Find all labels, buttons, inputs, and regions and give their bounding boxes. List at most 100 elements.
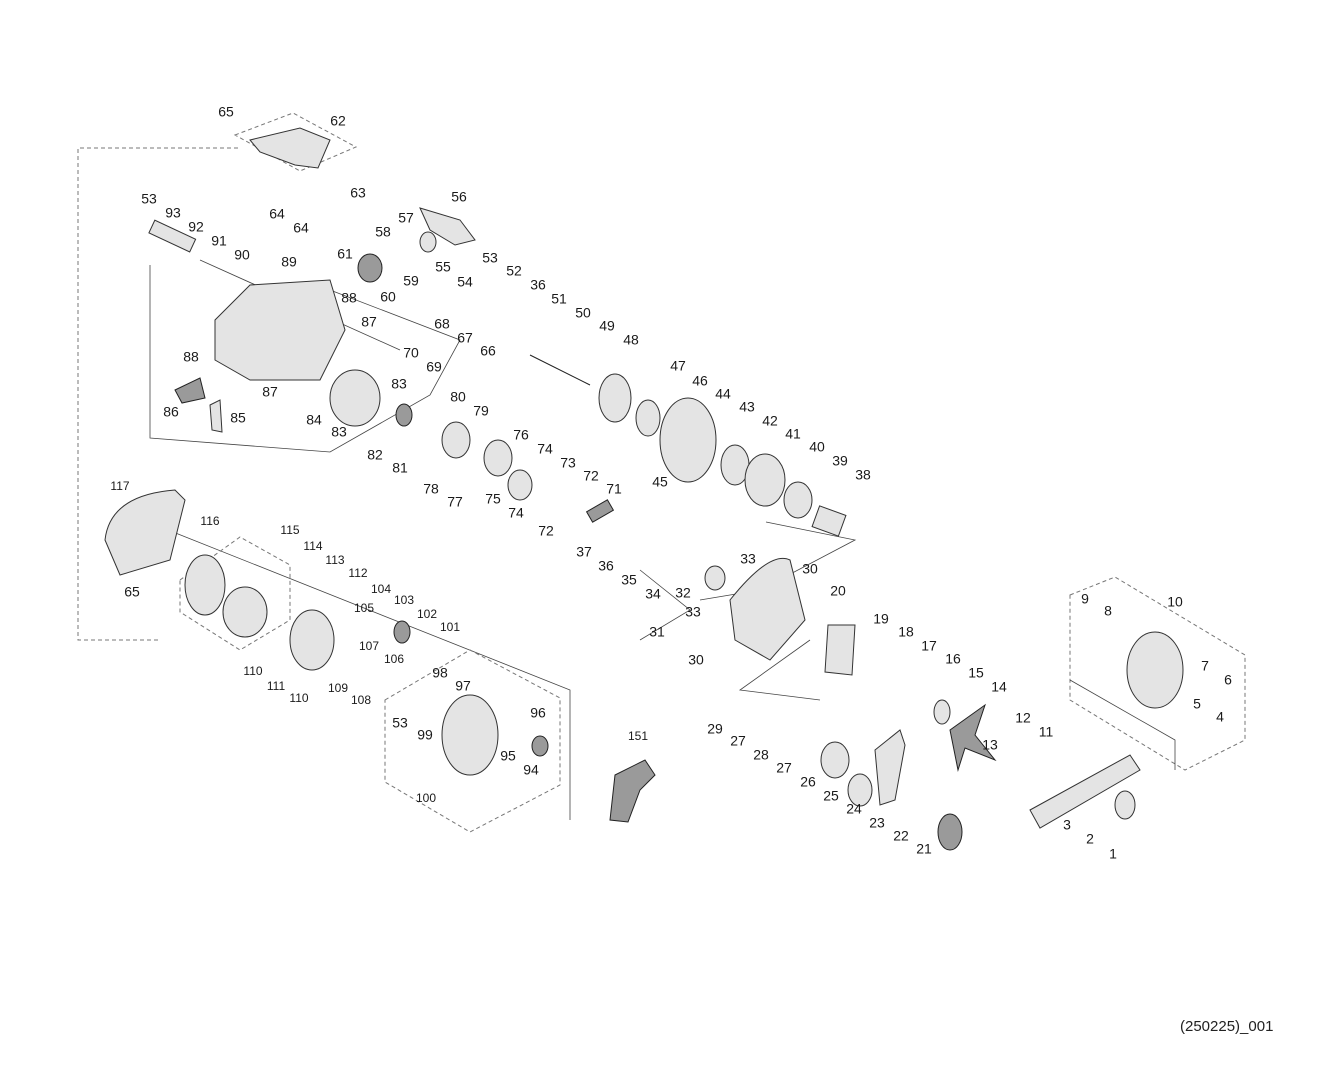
part-2-nut (1114, 790, 1136, 820)
part-label-111: 111 (267, 679, 286, 693)
part-label-151: 151 (628, 729, 648, 743)
part-103-gear (393, 620, 411, 644)
part-label-92: 92 (188, 219, 204, 235)
part-motor-unit (222, 586, 268, 638)
part-label-83: 83 (331, 424, 347, 440)
part-label-67: 67 (457, 330, 473, 346)
part-label-27: 27 (776, 760, 792, 776)
part-57-bushing (419, 231, 437, 253)
part-label-63: 63 (350, 185, 366, 201)
part-label-72: 72 (538, 523, 554, 539)
part-label-4: 4 (1216, 709, 1224, 725)
part-shapes (104, 127, 1184, 851)
part-label-36: 36 (530, 277, 546, 293)
group-outline-rotor (167, 529, 571, 820)
part-label-6: 6 (1224, 672, 1232, 688)
part-label-83: 83 (391, 376, 407, 392)
part-label-86: 86 (163, 404, 179, 420)
part-label-30: 30 (802, 561, 818, 577)
part-label-106: 106 (384, 652, 404, 666)
part-label-37: 37 (576, 544, 592, 560)
part-label-70: 70 (403, 345, 419, 361)
part-label-72: 72 (583, 468, 599, 484)
part-label-114: 114 (303, 539, 322, 553)
part-label-117: 117 (110, 479, 129, 493)
part-label-39: 39 (832, 453, 848, 469)
part-76-plate (483, 439, 513, 477)
group-outline-left-frame (77, 147, 238, 641)
part-40-drag-washer (744, 453, 786, 507)
part-86-button (174, 377, 206, 404)
part-label-38: 38 (855, 467, 871, 483)
part-label-88: 88 (341, 290, 357, 306)
part-label-56: 56 (451, 189, 467, 205)
part-label-97: 97 (455, 678, 471, 694)
part-label-87: 87 (361, 314, 377, 330)
part-label-84: 84 (306, 412, 322, 428)
part-label-31: 31 (649, 624, 665, 640)
part-label-113: 113 (325, 553, 344, 567)
part-45-main-gear (659, 397, 717, 483)
part-75-plate (507, 469, 533, 501)
part-label-87: 87 (262, 384, 278, 400)
part-label-26: 26 (800, 774, 816, 790)
part-label-88: 88 (183, 349, 199, 365)
part-label-19: 19 (873, 611, 889, 627)
part-94-bearing (531, 735, 549, 757)
part-label-99: 99 (417, 727, 433, 743)
part-label-96: 96 (530, 705, 546, 721)
part-label-8: 8 (1104, 603, 1112, 619)
part-label-95: 95 (500, 748, 516, 764)
part-label-43: 43 (739, 399, 755, 415)
part-label-93: 93 (165, 205, 181, 221)
part-label-33: 33 (685, 604, 701, 620)
part-56-lever (419, 207, 476, 246)
part-label-1: 1 (1109, 846, 1117, 862)
part-label-27: 27 (730, 733, 746, 749)
part-label-75: 75 (485, 491, 501, 507)
group-outline-116 (179, 536, 291, 651)
part-label-108: 108 (351, 693, 371, 707)
part-label-69: 69 (426, 359, 442, 375)
part-label-23: 23 (869, 815, 885, 831)
part-label-98: 98 (432, 665, 448, 681)
part-label-42: 42 (762, 413, 778, 429)
part-label-35: 35 (621, 572, 637, 588)
part-label-13: 13 (982, 737, 998, 753)
part-label-110: 110 (289, 691, 308, 705)
part-91-shaft (148, 219, 197, 253)
part-label-7: 7 (1201, 658, 1209, 674)
part-label-65: 65 (124, 584, 140, 600)
part-label-115: 115 (280, 523, 299, 537)
part-label-77: 77 (447, 494, 463, 510)
part-label-104: 104 (371, 582, 391, 596)
part-label-112: 112 (348, 566, 367, 580)
part-label-12: 12 (1015, 710, 1031, 726)
part-label-5: 5 (1193, 696, 1201, 712)
part-97-spool (441, 694, 499, 776)
part-151-knob (609, 759, 656, 823)
part-label-25: 25 (823, 788, 839, 804)
part-31-sideplate (729, 557, 806, 661)
part-label-2: 2 (1086, 831, 1094, 847)
part-32-roller (704, 565, 726, 591)
group-outline-frame (149, 265, 461, 453)
part-48-main-shaft (529, 354, 591, 386)
part-label-52: 52 (506, 263, 522, 279)
group-outline-31 (639, 569, 691, 641)
part-label-47: 47 (670, 358, 686, 374)
part-label-116: 116 (200, 514, 219, 528)
part-label-50: 50 (575, 305, 591, 321)
part-61-clicker (357, 253, 383, 283)
part-label-73: 73 (560, 455, 576, 471)
part-label-109: 109 (328, 681, 348, 695)
part-10-handle-knob (1126, 631, 1184, 709)
part-label-48: 48 (623, 332, 639, 348)
part-label-34: 34 (645, 586, 661, 602)
part-label-41: 41 (785, 426, 801, 442)
part-label-32: 32 (675, 585, 691, 601)
part-label-22: 22 (893, 828, 909, 844)
part-label-16: 16 (945, 651, 961, 667)
part-39-washer (783, 481, 813, 519)
